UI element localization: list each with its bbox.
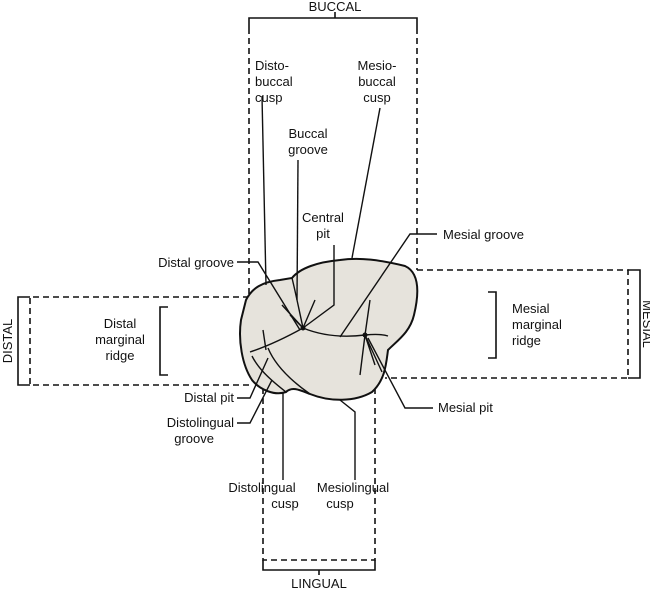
lingual-label: LINGUAL: [291, 576, 347, 591]
distal-ridge-bracket: [159, 306, 168, 376]
mesial-groove-label: Mesial groove: [443, 227, 524, 242]
leader-distal-groove: [237, 261, 301, 331]
mesial-box: [385, 269, 629, 379]
leader-mesial-groove: [339, 233, 437, 338]
buccal-label: BUCCAL: [309, 0, 362, 14]
leader-distal-pit: [237, 357, 269, 399]
leader-central-pit: [302, 245, 335, 329]
mesial-ridge-bracket: [488, 291, 497, 359]
distal-label: DISTAL: [0, 319, 15, 364]
leader-distolingual-groove: [237, 379, 273, 424]
buccal-box: [248, 28, 418, 297]
distal-box: [29, 296, 250, 386]
lingual-bracket: [262, 560, 376, 575]
buccal-bracket: [248, 12, 418, 28]
mesial-bracket: [628, 269, 641, 379]
distal-groove-label: Distal groove: [158, 255, 234, 270]
leader-buccal-groove: [296, 159, 299, 301]
distal-pit-label: Distal pit: [184, 390, 234, 405]
leader-mesiolingual-cusp: [339, 399, 356, 480]
leader-mesial-pit: [367, 337, 433, 409]
mesial-pit-label: Mesial pit: [438, 400, 493, 415]
leader-mesiobuccal-cusp: [351, 107, 381, 259]
lingual-box: [262, 385, 376, 561]
molar-crown: [239, 257, 419, 401]
leader-distobuccal-cusp: [261, 95, 267, 286]
distal-bracket: [17, 296, 30, 386]
mesial-label: MESIAL: [640, 300, 650, 348]
